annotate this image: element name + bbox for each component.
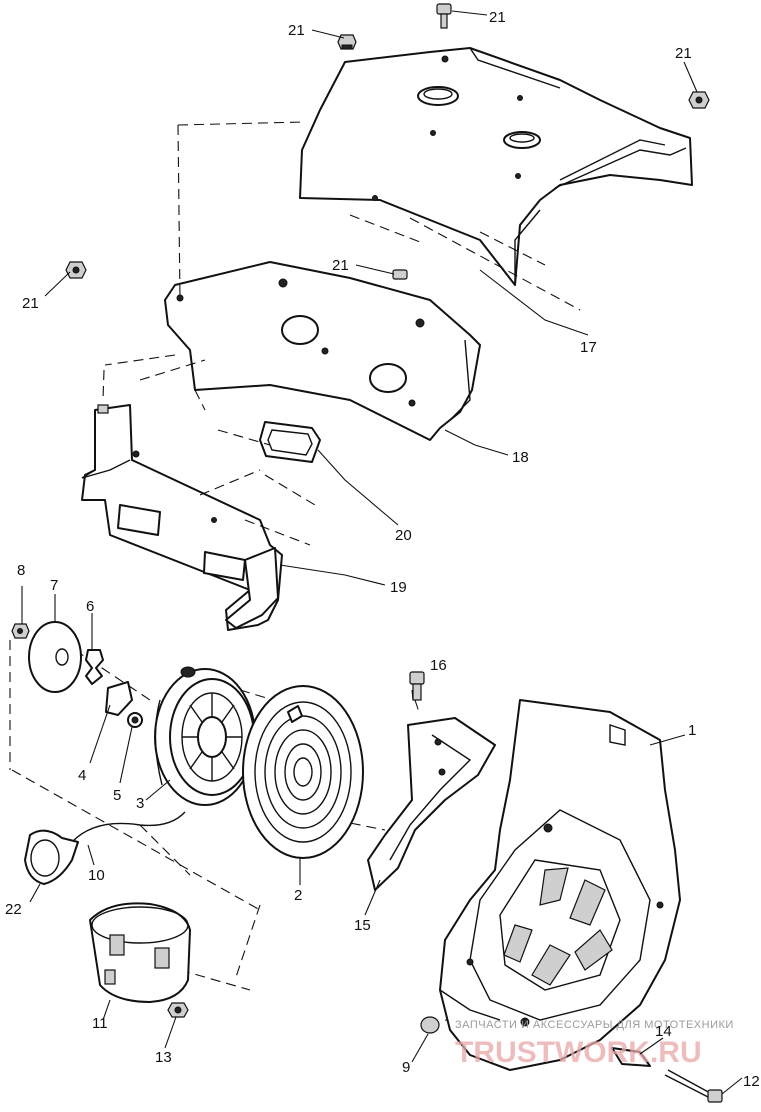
bolt-21-top xyxy=(436,3,452,29)
callout-21b: 21 xyxy=(489,9,506,26)
handle-part-22 xyxy=(24,829,79,885)
recoil-spring-part-2 xyxy=(242,685,364,859)
assembly-lines xyxy=(9,121,581,1025)
callout-17: 17 xyxy=(580,339,597,356)
bolt-21-middle xyxy=(392,269,408,280)
callout-21c: 21 xyxy=(675,45,692,62)
back-plate-part-18 xyxy=(164,261,481,441)
callout-18: 18 xyxy=(512,449,529,466)
friction-plate-part-7 xyxy=(28,621,82,693)
spring-part-5 xyxy=(127,712,143,728)
nut-21-right xyxy=(688,91,710,109)
leader-lines xyxy=(21,10,743,1095)
nut-21-left xyxy=(65,261,87,279)
callout-13: 13 xyxy=(155,1049,172,1066)
callout-21a: 21 xyxy=(288,22,305,39)
gasket-part-20 xyxy=(259,421,321,463)
callout-14: 14 xyxy=(655,1023,672,1040)
callout-6: 6 xyxy=(86,598,94,615)
grommet-part-9 xyxy=(420,1016,440,1034)
callout-12: 12 xyxy=(743,1073,760,1090)
watermark-brand: TRUSTWORK.RU xyxy=(455,1036,702,1069)
pawl-part-4 xyxy=(105,681,133,716)
callout-10: 10 xyxy=(88,867,105,884)
callout-3: 3 xyxy=(136,795,144,812)
callout-8: 8 xyxy=(17,562,25,579)
watermark-tagline: ЗАПЧАСТИ И АКСЕССУАРЫ ДЛЯ МОТОТЕХНИКИ xyxy=(455,1019,734,1031)
callout-21d: 21 xyxy=(332,257,349,274)
callout-15: 15 xyxy=(354,917,371,934)
callout-7: 7 xyxy=(50,577,58,594)
bolt-part-12 xyxy=(664,1069,723,1103)
callout-4: 4 xyxy=(78,767,86,784)
callout-19: 19 xyxy=(390,579,407,596)
callout-22: 22 xyxy=(5,901,22,918)
spring-part-6 xyxy=(85,649,104,685)
callout-20: 20 xyxy=(395,527,412,544)
reel-part-3 xyxy=(154,666,256,806)
callout-21e: 21 xyxy=(22,295,39,312)
upper-shroud-part-17 xyxy=(299,47,693,286)
callout-16: 16 xyxy=(430,657,447,674)
watermark: ЗАПЧАСТИ И АКСЕССУАРЫ ДЛЯ МОТОТЕХНИКИ TR… xyxy=(455,1019,734,1069)
nut-part-8 xyxy=(11,623,30,639)
tab-part-14 xyxy=(611,1047,651,1067)
callout-2: 2 xyxy=(294,887,302,904)
callout-5: 5 xyxy=(113,787,121,804)
fan-housing-part-1 xyxy=(439,699,681,1071)
callout-11: 11 xyxy=(92,1015,108,1032)
rope-part-10 xyxy=(71,811,186,843)
lower-baffle-part-19 xyxy=(81,404,283,631)
callout-9: 9 xyxy=(402,1059,410,1076)
baffle-part-15 xyxy=(367,717,496,891)
callout-1: 1 xyxy=(688,722,696,739)
bolt-part-16 xyxy=(409,671,425,701)
cup-part-11 xyxy=(89,902,191,1003)
callout-labels: 21 21 21 21 21 17 18 20 19 8 7 6 16 1 4 … xyxy=(5,9,760,1090)
bolt-part-13 xyxy=(167,1002,189,1018)
nut-21-top-left xyxy=(337,34,357,50)
